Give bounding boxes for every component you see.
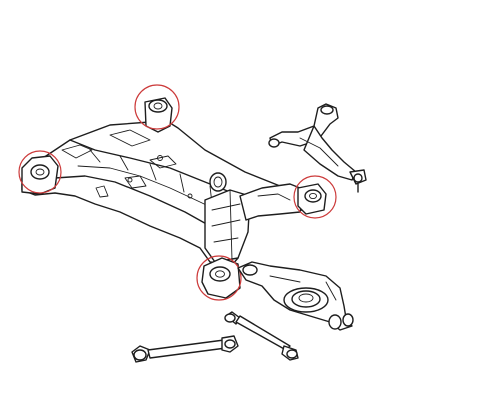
toe-control-link [224, 311, 299, 361]
subframe-crossmember [21, 117, 311, 266]
lower-control-arm [237, 261, 354, 331]
highlight-circle-front-left [134, 84, 180, 130]
rear-left-mount-bushing [18, 150, 62, 195]
rear-right-mount-bushing [196, 255, 242, 301]
front-right-mount-bushing [293, 175, 337, 219]
lateral-link [131, 335, 239, 363]
upper-control-arm [268, 103, 367, 193]
highlight-circle-lower [196, 255, 242, 301]
highlight-circle-right [293, 175, 337, 219]
front-left-mount-bushing [134, 84, 180, 133]
highlight-circle-left [18, 150, 62, 194]
